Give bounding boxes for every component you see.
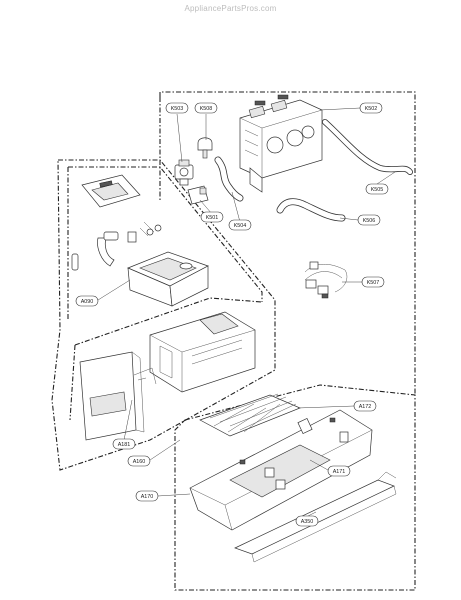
callout-label-a090: A090 — [81, 299, 94, 305]
filter-grille-part — [199, 393, 301, 437]
callout-label-k507: K507 — [367, 280, 380, 286]
callout-label-a350: A350 — [301, 519, 314, 525]
callout-a181: A181 — [112, 438, 136, 450]
callout-k506: K506 — [357, 214, 381, 226]
callout-a172: A172 — [353, 400, 377, 412]
callout-label-a160: A160 — [133, 459, 146, 465]
small-valve-part — [174, 159, 194, 186]
dispenser-assembly-boundary — [51, 159, 276, 471]
callout-k507: K507 — [361, 276, 385, 288]
lower-subassembly-boundary-2 — [69, 344, 76, 421]
callout-a090: A090 — [75, 295, 99, 307]
drawer-housing-part — [149, 311, 256, 393]
callout-k504: K504 — [228, 219, 252, 231]
water-valve-block-part — [239, 94, 323, 193]
detergent-tray-part — [127, 251, 209, 307]
wire-harness-part — [304, 261, 348, 299]
callout-label-k504: K504 — [234, 223, 247, 229]
callout-label-k508: K508 — [200, 106, 213, 112]
hose-clip-part — [197, 137, 213, 159]
callout-label-a171: A171 — [333, 469, 346, 475]
callout-label-k506: K506 — [363, 218, 376, 224]
callout-label-k502: K502 — [365, 106, 378, 112]
callout-label-k501: K501 — [206, 215, 219, 221]
lower-panel-part — [189, 409, 373, 531]
siphon-parts — [71, 221, 162, 271]
callout-label-k503: K503 — [171, 106, 184, 112]
connector-part — [187, 185, 209, 205]
callout-a171: A171 — [327, 465, 351, 477]
callout-k501: K501 — [200, 211, 224, 223]
callout-a160: A160 — [127, 455, 151, 467]
upper-assembly-boundary — [159, 91, 416, 395]
callout-label-a170: A170 — [141, 494, 154, 500]
front-panel-part — [79, 351, 157, 441]
callout-k503: K503 — [165, 102, 189, 114]
callout-label-a172: A172 — [359, 404, 372, 410]
callout-a350: A350 — [295, 515, 319, 527]
panel-assembly-boundary — [174, 384, 416, 591]
drawer-subassembly-boundary — [68, 166, 263, 302]
callout-k502: K502 — [359, 102, 383, 114]
callout-k508: K508 — [194, 102, 218, 114]
drawer-cap-part — [81, 174, 141, 208]
callout-a170: A170 — [135, 490, 159, 502]
leader-lines — [97, 107, 396, 523]
watermark: AppliancePartsPros.com — [184, 4, 277, 13]
callout-label-a181: A181 — [118, 442, 131, 448]
long-hose-part — [322, 119, 413, 175]
callout-k505: K505 — [365, 183, 389, 195]
callout-label-k505: K505 — [371, 187, 384, 193]
